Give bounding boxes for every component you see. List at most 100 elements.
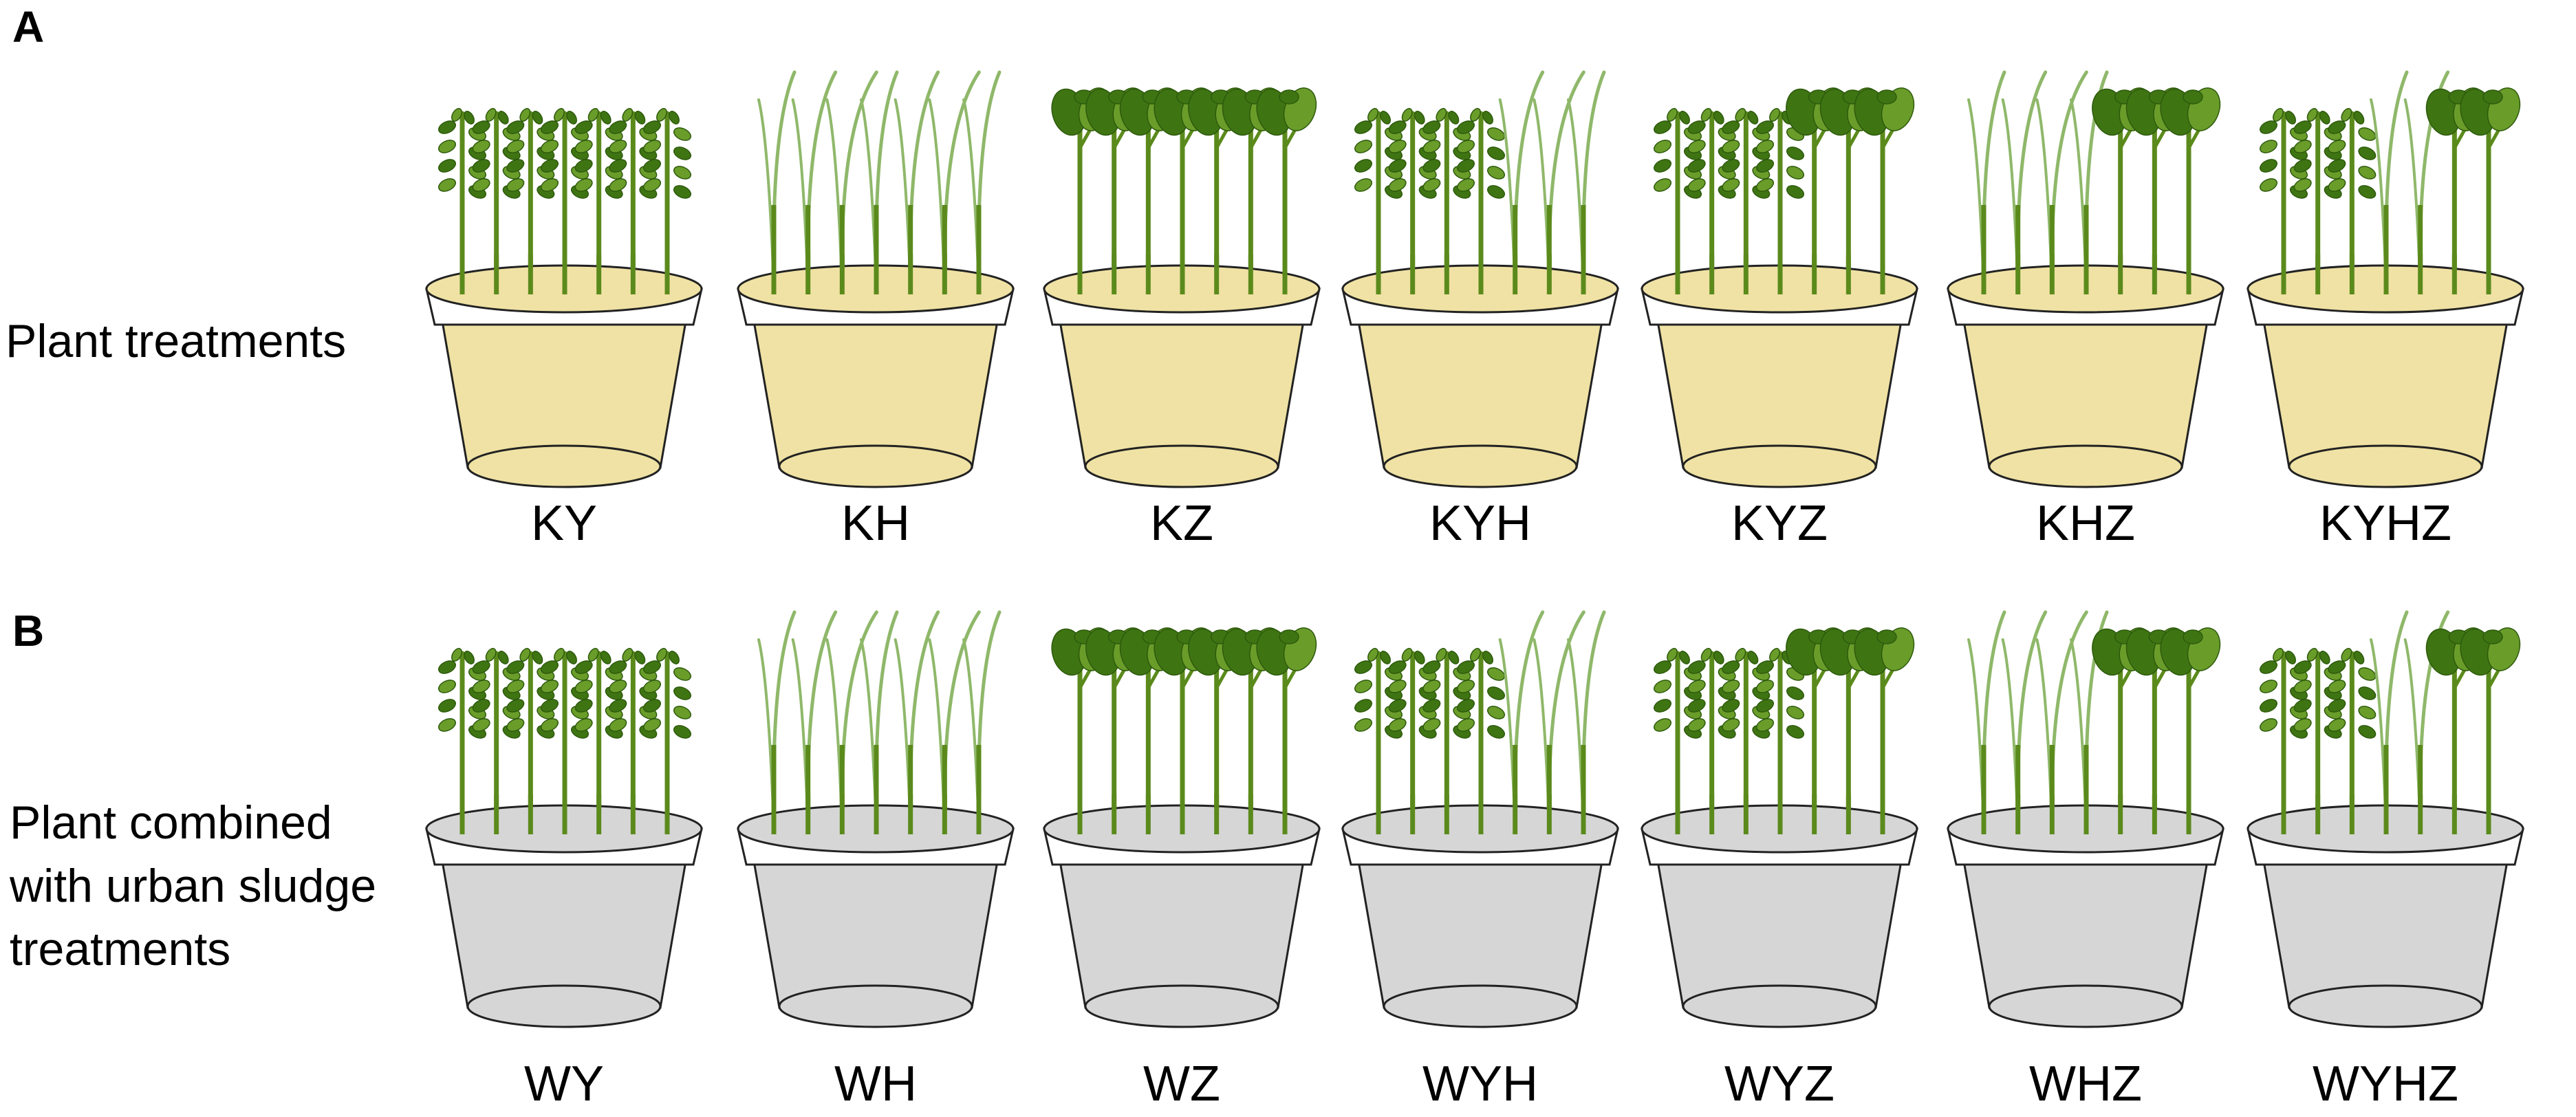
pot-body xyxy=(1355,308,1605,469)
pot-kyz: KYZ xyxy=(1635,62,1924,551)
pot-kyh: KYH xyxy=(1336,62,1625,551)
pot-body xyxy=(1960,848,2211,1009)
plant-h xyxy=(1533,70,1585,290)
pot-drawing xyxy=(737,610,1015,1028)
plant-y xyxy=(1422,108,1471,290)
pot-base xyxy=(1988,984,2183,1028)
pot-drawing xyxy=(1043,627,1321,1028)
plant-h xyxy=(1967,610,2006,829)
pot-ky: KY xyxy=(420,62,708,551)
pot-base xyxy=(1682,984,1877,1028)
pot-body xyxy=(439,308,689,469)
treatment-label: WZ xyxy=(1143,1056,1220,1111)
pot-base xyxy=(2288,984,2483,1028)
pot-wy: WY xyxy=(420,602,708,1111)
pot-wyz: WYZ xyxy=(1635,602,1924,1111)
plant-z xyxy=(2160,87,2221,290)
pot-base xyxy=(1988,444,2183,488)
pot-body xyxy=(1654,848,1905,1009)
pot-drawing xyxy=(1341,610,1619,1028)
row-label-line: Plant combined xyxy=(10,796,332,849)
plant-h xyxy=(928,610,981,829)
plant-h xyxy=(860,70,899,290)
pot-body xyxy=(439,848,689,1009)
pot-wyhz: WYHZ xyxy=(2241,602,2530,1111)
pot-whz: WHZ xyxy=(1941,602,2230,1111)
pot-kyhz: KYHZ xyxy=(2241,62,2530,551)
pot-drawing xyxy=(1641,627,1918,1028)
plant-h xyxy=(825,70,878,290)
plant-y xyxy=(1388,108,1437,290)
pot-kz: KZ xyxy=(1037,62,1326,551)
pot-drawing xyxy=(2247,610,2524,1028)
pot-kh: KH xyxy=(731,62,1020,551)
pot-base xyxy=(2288,444,2483,488)
plant-h xyxy=(2370,610,2409,829)
pot-drawing xyxy=(2247,70,2524,488)
pot-drawing xyxy=(1341,70,1619,488)
treatment-label: KHZ xyxy=(2036,496,2135,551)
pot-body xyxy=(2260,848,2511,1009)
pot-body xyxy=(750,848,1001,1009)
treatment-label: WH xyxy=(834,1056,917,1111)
row-label-line: Plant treatments xyxy=(6,315,347,367)
pot-drawing xyxy=(737,70,1015,488)
plant-h xyxy=(1567,70,1606,290)
treatment-label: KYH xyxy=(1429,496,1532,551)
plant-h xyxy=(757,610,797,829)
plant-h xyxy=(962,70,1002,290)
pot-body xyxy=(1355,848,1605,1009)
pot-base xyxy=(1084,444,1279,488)
treatment-label: WYZ xyxy=(1724,1056,1834,1111)
plant-z xyxy=(2460,87,2521,290)
treatment-label: KYZ xyxy=(1731,496,1828,551)
pot-khz: KHZ xyxy=(1941,62,2230,551)
pot-drawing xyxy=(1641,87,1918,488)
pot-wz: WZ xyxy=(1037,602,1326,1111)
plant-z xyxy=(1854,87,1915,290)
plant-h xyxy=(2370,70,2409,290)
pot-base xyxy=(1383,444,1578,488)
pot-body xyxy=(1960,308,2211,469)
pot-base xyxy=(1682,444,1877,488)
pot-drawing xyxy=(425,108,703,488)
plant-h xyxy=(1533,610,1585,829)
pot-wh: WH xyxy=(731,602,1020,1111)
row-label-sludge-treatments: Plant combined with urban sludge treatme… xyxy=(10,791,376,981)
treatment-label: KYHZ xyxy=(2319,496,2452,551)
pot-body xyxy=(1654,308,1905,469)
plant-h xyxy=(1567,610,1606,829)
row-label-line: treatments xyxy=(10,923,231,975)
pot-body xyxy=(750,308,1001,469)
pot-drawing xyxy=(1043,87,1321,488)
plant-y xyxy=(2328,108,2377,290)
pot-drawing xyxy=(1947,70,2225,488)
plant-h xyxy=(2035,610,2088,829)
pot-drawing xyxy=(1947,610,2225,1028)
pot-body xyxy=(1057,848,1307,1009)
treatment-label: KZ xyxy=(1149,496,1213,551)
treatment-label: WYHZ xyxy=(2313,1056,2458,1111)
plant-h xyxy=(860,610,899,829)
pot-wyh: WYH xyxy=(1336,602,1625,1111)
row-label-plant-treatments: Plant treatments xyxy=(6,310,346,373)
plant-h xyxy=(1967,70,2006,290)
panel-letter-a: A xyxy=(12,2,45,52)
panel-letter-b: B xyxy=(12,606,45,655)
treatment-label: WHZ xyxy=(2029,1056,2142,1111)
row-label-line: with urban sludge xyxy=(10,860,377,912)
treatment-label: WYH xyxy=(1422,1056,1538,1111)
treatment-label: KY xyxy=(530,496,598,551)
plant-h xyxy=(2035,70,2088,290)
plant-h xyxy=(962,610,1002,829)
treatment-label: KH xyxy=(841,496,911,551)
pot-body xyxy=(2260,308,2511,469)
treatment-label: WY xyxy=(524,1056,604,1111)
plant-h xyxy=(825,610,878,829)
plant-y xyxy=(1456,108,1506,290)
pot-base xyxy=(1383,984,1578,1028)
pot-base xyxy=(1084,984,1279,1028)
pot-base xyxy=(466,984,662,1028)
pot-base xyxy=(778,444,973,488)
plant-h xyxy=(928,70,981,290)
